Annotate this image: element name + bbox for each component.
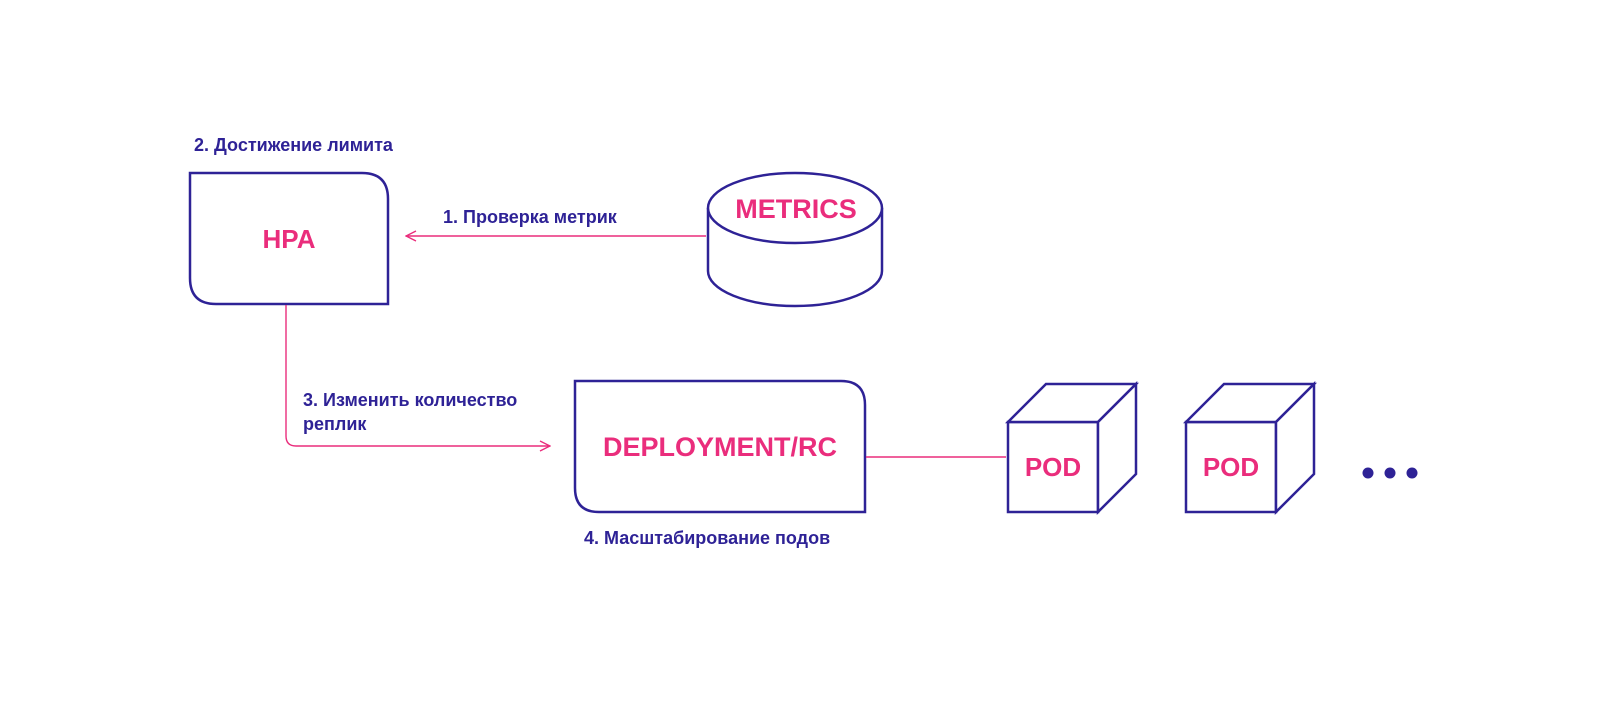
hpa-to-deployment-arrow (285, 305, 550, 446)
metrics-node: METRICS (706, 171, 884, 308)
hpa-box (188, 171, 390, 306)
pod-1-node: POD (1004, 380, 1140, 516)
step-2-label: 2. Достижение лимита (194, 135, 394, 155)
pod-2-label: POD (1203, 452, 1259, 482)
step-1-label: 1. Проверка метрик (443, 207, 618, 227)
hpa-node: HPA (188, 171, 390, 306)
step-3-label-line-1: 3. Изменить количество (303, 390, 517, 410)
pod-1-cube-side (1096, 380, 1138, 516)
pod-2-cube-front (1184, 420, 1278, 514)
pod-2-cube-side (1274, 380, 1316, 516)
ellipsis-dot-1 (1362, 467, 1374, 479)
ellipsis-dot-3 (1406, 467, 1418, 479)
deployment-node: DEPLOYMENT/RC (573, 379, 867, 514)
pod-1-label: POD (1025, 452, 1081, 482)
more-pods-ellipsis: ... (1362, 467, 1418, 479)
deployment-box (573, 379, 867, 514)
metrics-cylinder-top (706, 171, 884, 245)
ellipsis-dot-2 (1384, 467, 1396, 479)
step-4-label: 4. Масштабирование подов (584, 528, 830, 548)
metrics-label: METRICS (735, 194, 857, 224)
pod-2-node: POD (1182, 380, 1318, 516)
step-3-label-line-2: реплик (303, 414, 367, 434)
deployment-label: DEPLOYMENT/RC (603, 432, 837, 462)
hpa-label: HPA (263, 224, 316, 254)
